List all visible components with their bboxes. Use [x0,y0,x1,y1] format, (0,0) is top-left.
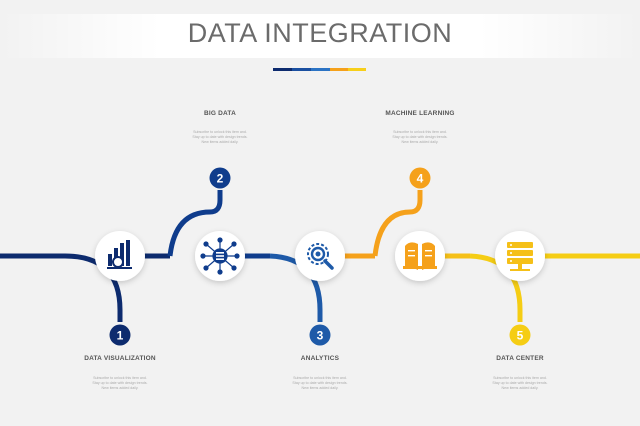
step-title-1: DATA VISUALIZATION [84,355,156,362]
step-badge-5: 5 [509,324,531,346]
step-description-1: Subscribe to unlock this item and. Stay … [92,376,148,390]
icon-circle-3 [295,231,345,281]
step-number-4: 4 [417,172,424,186]
step-title-4: MACHINE LEARNING [385,110,455,117]
icon-circle-4 [395,231,445,281]
accent-bar-1 [273,68,292,71]
step-number-2: 2 [217,172,224,186]
path-segment-4 [372,190,423,257]
step-description-4: Subscribe to unlock this item and. Stay … [392,130,448,144]
step-badge-3: 3 [309,324,331,346]
step-badge-4: 4 [409,167,431,189]
accent-bar-3 [311,68,330,71]
step-number-5: 5 [517,329,524,343]
step-description-2: Subscribe to unlock this item and. Stay … [192,130,248,144]
step-title-5: DATA CENTER [496,355,544,362]
bar-chart-icon [107,240,132,269]
step-number-3: 3 [317,329,324,343]
network-database-icon [200,237,240,275]
step-badge-1: 1 [109,324,131,346]
accent-bar-4 [330,68,348,71]
step-title-3: ANALYTICS [300,355,340,362]
step-title-2: BIG DATA [203,110,237,117]
page-title: DATA INTEGRATION [187,18,453,48]
path-segment-2 [167,190,223,257]
server-rack-icon [507,242,533,271]
step-description-5: Subscribe to unlock this item and. Stay … [492,376,548,390]
title-band [0,14,640,58]
step-number-1: 1 [117,329,124,343]
accent-bar-5 [348,68,366,71]
step-description-3: Subscribe to unlock this item and. Stay … [292,376,348,390]
step-badge-2: 2 [209,167,231,189]
brain-book-icon [403,242,437,270]
magnifier-icon [307,243,334,270]
accent-bar-2 [292,68,311,71]
